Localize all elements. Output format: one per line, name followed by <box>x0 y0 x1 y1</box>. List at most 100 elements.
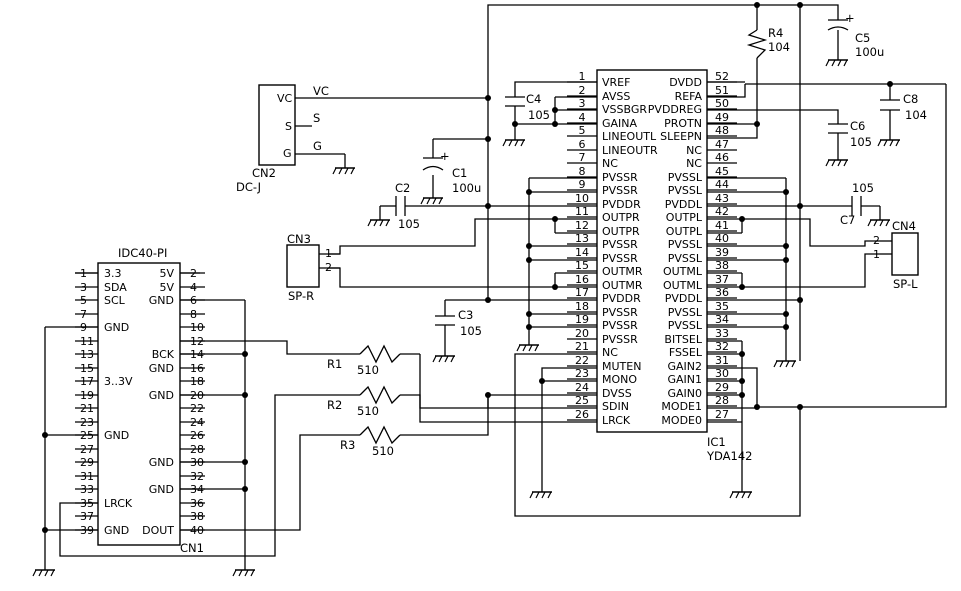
ic1-pin-name: PROTN <box>664 117 702 130</box>
ic1-pin-name: OUTPR <box>602 225 640 238</box>
ic1-pin-num: 50 <box>715 97 729 110</box>
cn1-left-pin-num: 33 <box>80 483 94 496</box>
cn2-ref: CN2 <box>252 166 276 180</box>
c6-value: 105 <box>850 135 872 149</box>
ic1-pin-num: 7 <box>579 151 586 164</box>
ic1-pin-name: PVDDR <box>602 198 641 211</box>
cn4-part: SP-L <box>893 277 918 291</box>
ic1-pin-num: 25 <box>575 394 589 407</box>
ic1-pin-num: 48 <box>715 124 729 137</box>
ic1-pin-name: PVSSR <box>602 171 638 184</box>
ic1-pin-name: SLEEPN <box>660 130 702 143</box>
cn1-left-pin-num: 15 <box>80 362 94 375</box>
ic1-pin-name: OUTMR <box>602 265 643 278</box>
cn3-pin-1: 1 <box>325 247 332 260</box>
ground-icon <box>367 219 391 227</box>
cn1-left-pin-num: 7 <box>80 308 87 321</box>
ic1-pin-name: LINEOUTL <box>602 130 657 143</box>
c1-value: 100u <box>452 181 481 195</box>
ground-icon <box>516 344 540 352</box>
ic1-pin-name: BITSEL <box>664 333 702 346</box>
ic1-pin-name: DVSS <box>602 387 632 400</box>
cn3-part: SP-R <box>288 289 314 303</box>
ic1-pin-num: 40 <box>715 232 729 245</box>
c2-ref: C2 <box>395 181 410 195</box>
cn1-right-pin-name: GND <box>149 483 174 496</box>
cn1-left-pin-name: SCL <box>104 294 126 307</box>
ic1-pin-name: PVDDREG <box>648 103 702 116</box>
ic1-pin-num: 26 <box>575 408 589 421</box>
ic1-pin-name: MODE0 <box>661 414 702 427</box>
ic1-pin-name: NC <box>602 157 618 170</box>
ic1-pin-num: 41 <box>715 219 729 232</box>
cn1-ref: CN1 <box>180 541 204 555</box>
cn1-right-pin-name: GND <box>149 389 174 402</box>
ic1-pin-num: 10 <box>575 192 589 205</box>
cn1-right-pin-num: 18 <box>190 375 204 388</box>
cn1-left-pin-num: 37 <box>80 510 94 523</box>
ic1-pin-name: MUTEN <box>602 360 641 373</box>
c4-ref: C4 <box>526 92 541 106</box>
c5-polarity: + <box>845 11 855 25</box>
cn1-left-pin-num: 31 <box>80 470 94 483</box>
ic1-pin-name: VSSBGR <box>602 103 647 116</box>
cn2-pin-g: G <box>283 147 292 160</box>
ic1-pin-num: 2 <box>579 84 586 97</box>
ic1-pin-num: 8 <box>579 165 586 178</box>
ic1-pin-num: 24 <box>575 381 589 394</box>
ic1-pin-num: 52 <box>715 70 729 83</box>
cn1-left-pin-num: 27 <box>80 443 94 456</box>
ground-icon <box>529 491 553 499</box>
ic1-pin-num: 3 <box>579 97 586 110</box>
ic1-pin-name: PVSSL <box>668 238 703 251</box>
ic1-pin-num: 39 <box>715 246 729 259</box>
ic1-pin-num: 45 <box>715 165 729 178</box>
ground-icon <box>420 197 444 205</box>
cn1-right-pin-name: DOUT <box>142 524 174 537</box>
cn1-right-pin-num: 28 <box>190 443 204 456</box>
capacitor-c7: 105 C7 <box>840 181 874 227</box>
ic1-pin-name: PVSSL <box>668 184 703 197</box>
cn1-right-pin-num: 22 <box>190 402 204 415</box>
r3-value: 510 <box>372 444 394 458</box>
ground-icon <box>502 139 526 147</box>
cn1-left-pin-name: GND <box>104 524 129 537</box>
ic1-pin-name: PVSSR <box>602 319 638 332</box>
ic1-pin-num: 4 <box>579 111 586 124</box>
ic1-pin-name: LINEOUTR <box>602 144 658 157</box>
cn1-body <box>97 262 181 546</box>
cn1-left-pin-num: 35 <box>80 497 94 510</box>
c7-value: 105 <box>852 181 874 195</box>
ic1-pin-name: GAIN1 <box>667 373 702 386</box>
ic1-pin-num: 36 <box>715 286 729 299</box>
cn1-left-pin-name: 3..3V <box>104 375 133 388</box>
r2-value: 510 <box>357 404 379 418</box>
ic1-pin-num: 1 <box>579 70 586 83</box>
ic1-pin-num: 43 <box>715 192 729 205</box>
cn1-left-pin-name: SDA <box>104 281 127 294</box>
ic1-pin-name: PVSSR <box>602 184 638 197</box>
ic1-pin-num: 46 <box>715 151 729 164</box>
ic1-pin-num: 33 <box>715 327 729 340</box>
resistor-r1: R1 510 <box>327 344 488 409</box>
r1-value: 510 <box>357 363 379 377</box>
cn2-pin-vc: VC <box>277 92 293 105</box>
cn2: VC S G VC S G CN2 DC-J <box>236 84 329 194</box>
ic1-pin-num: 19 <box>575 313 589 326</box>
cn1-left-pin-num: 9 <box>80 321 87 334</box>
cn1-right-pin-num: 16 <box>190 362 204 375</box>
ic1-pin-num: 13 <box>575 232 589 245</box>
cn1-right-pin-num: 12 <box>190 335 204 348</box>
cn1-right-pin-num: 38 <box>190 510 204 523</box>
net-vc: VC <box>313 84 329 98</box>
cn1-right-pin-num: 24 <box>190 416 204 429</box>
ic1-pin-num: 17 <box>575 286 589 299</box>
ic1-pin-name: PVSSL <box>668 319 703 332</box>
ic1-pin-name: PVDDL <box>665 198 703 211</box>
cn1-left-pin-num: 39 <box>80 524 94 537</box>
cn4-pin-1: 1 <box>873 248 880 261</box>
cn1-right-pin-name: 5V <box>159 281 174 294</box>
